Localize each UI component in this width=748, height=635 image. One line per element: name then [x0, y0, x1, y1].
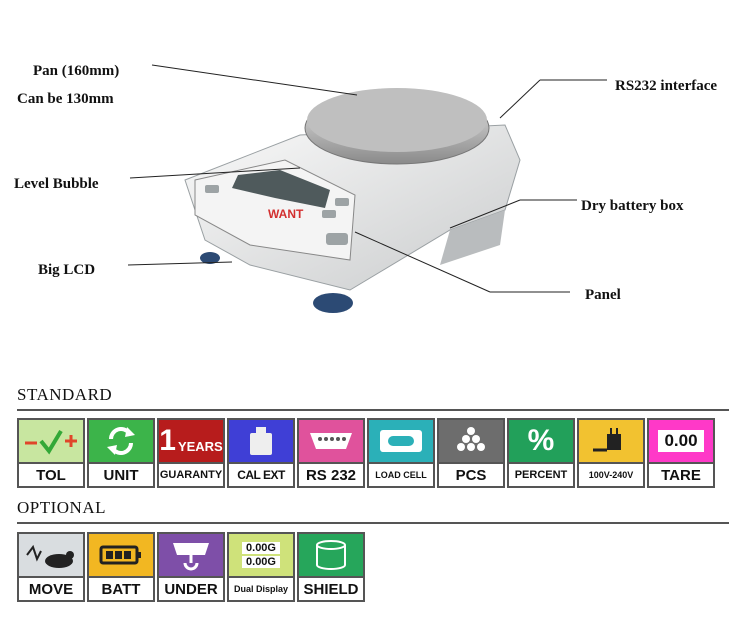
feature-label: SHIELD: [299, 576, 363, 600]
feature-guaranty: 1 YEARS GUARANTY: [157, 418, 225, 488]
feature-label: 100V-240V: [579, 462, 643, 486]
foot: [200, 252, 220, 264]
db9-connector-icon: [310, 433, 352, 449]
optional-features: MOVE BATT UNDER 0.00G 0.00G: [17, 532, 365, 602]
battery-icon: [99, 545, 141, 565]
tare-display-icon: 0.00: [658, 430, 704, 452]
feature-label: CAL EXT: [229, 462, 293, 486]
feature-shield: SHIELD: [297, 532, 365, 602]
pile-of-balls-icon: [457, 427, 485, 451]
feature-label: PERCENT: [509, 462, 573, 486]
feature-label: PCS: [439, 462, 503, 486]
feature-label: RS 232: [299, 462, 363, 486]
big-lcd: [232, 170, 330, 208]
callout-pan-alt: Can be 130mm: [17, 91, 114, 107]
feature-unit: UNIT: [87, 418, 155, 488]
feature-percent: % PERCENT: [507, 418, 575, 488]
feature-label: MOVE: [19, 576, 83, 600]
load-cell-icon: [380, 430, 422, 452]
feature-label: UNDER: [159, 576, 223, 600]
feature-under: UNDER: [157, 532, 225, 602]
dual-display-icon: 0.00G 0.00G: [229, 534, 293, 576]
feature-label: LOAD CELL: [369, 462, 433, 486]
callout-rs232: RS232 interface: [615, 78, 718, 94]
standard-features: TOL UNIT 1 YEARS GUARANTY CAL EXT: [17, 418, 715, 488]
hook-weighing-icon: [173, 543, 209, 571]
panel-button: [205, 185, 219, 193]
callout-panel: Panel: [585, 287, 621, 303]
feature-label: Dual Display: [229, 576, 293, 600]
callout-pan: Pan (160mm): [33, 63, 120, 79]
panel-button: [335, 198, 349, 206]
brand-logo: WANT: [268, 207, 304, 221]
refresh-arrows-icon: [107, 427, 135, 455]
tol-icon: [25, 429, 77, 455]
callout-dry-battery: Dry battery box: [581, 198, 684, 214]
feature-load-cell: LOAD CELL: [367, 418, 435, 488]
feature-dual-display: 0.00G 0.00G Dual Display: [227, 532, 295, 602]
feature-move: MOVE: [17, 532, 85, 602]
feature-label: TOL: [19, 462, 83, 486]
moving-animal-icon: [26, 544, 74, 568]
feature-pcs: PCS: [437, 418, 505, 488]
draft-shield-icon: [316, 540, 346, 570]
power-adapter-icon: [593, 428, 621, 452]
one-years-icon: 1 YEARS: [159, 420, 223, 462]
feature-label: UNIT: [89, 462, 153, 486]
foot: [313, 293, 353, 313]
divider: [17, 409, 729, 411]
feature-rs232: RS 232: [297, 418, 365, 488]
tare-button: [326, 233, 348, 245]
balance-illustration: WANT: [127, 64, 607, 313]
feature-label: TARE: [649, 462, 713, 486]
feature-power: 100V-240V: [577, 418, 645, 488]
dry-battery-box: [440, 210, 505, 265]
callout-big-lcd: Big LCD: [38, 262, 96, 278]
standard-title: STANDARD: [17, 385, 113, 404]
panel-button: [322, 210, 336, 218]
optional-title: OPTIONAL: [17, 498, 106, 517]
feature-tare: 0.00 TARE: [647, 418, 715, 488]
percent-icon: %: [527, 424, 555, 457]
feature-tol: TOL: [17, 418, 85, 488]
callout-level-bubble: Level Bubble: [14, 176, 99, 192]
feature-label: GUARANTY: [159, 462, 223, 486]
feature-cal-ext: CAL EXT: [227, 418, 295, 488]
feature-batt: BATT: [87, 532, 155, 602]
feature-label: BATT: [89, 576, 153, 600]
divider: [17, 522, 729, 524]
calibration-weight-icon: [250, 427, 272, 455]
